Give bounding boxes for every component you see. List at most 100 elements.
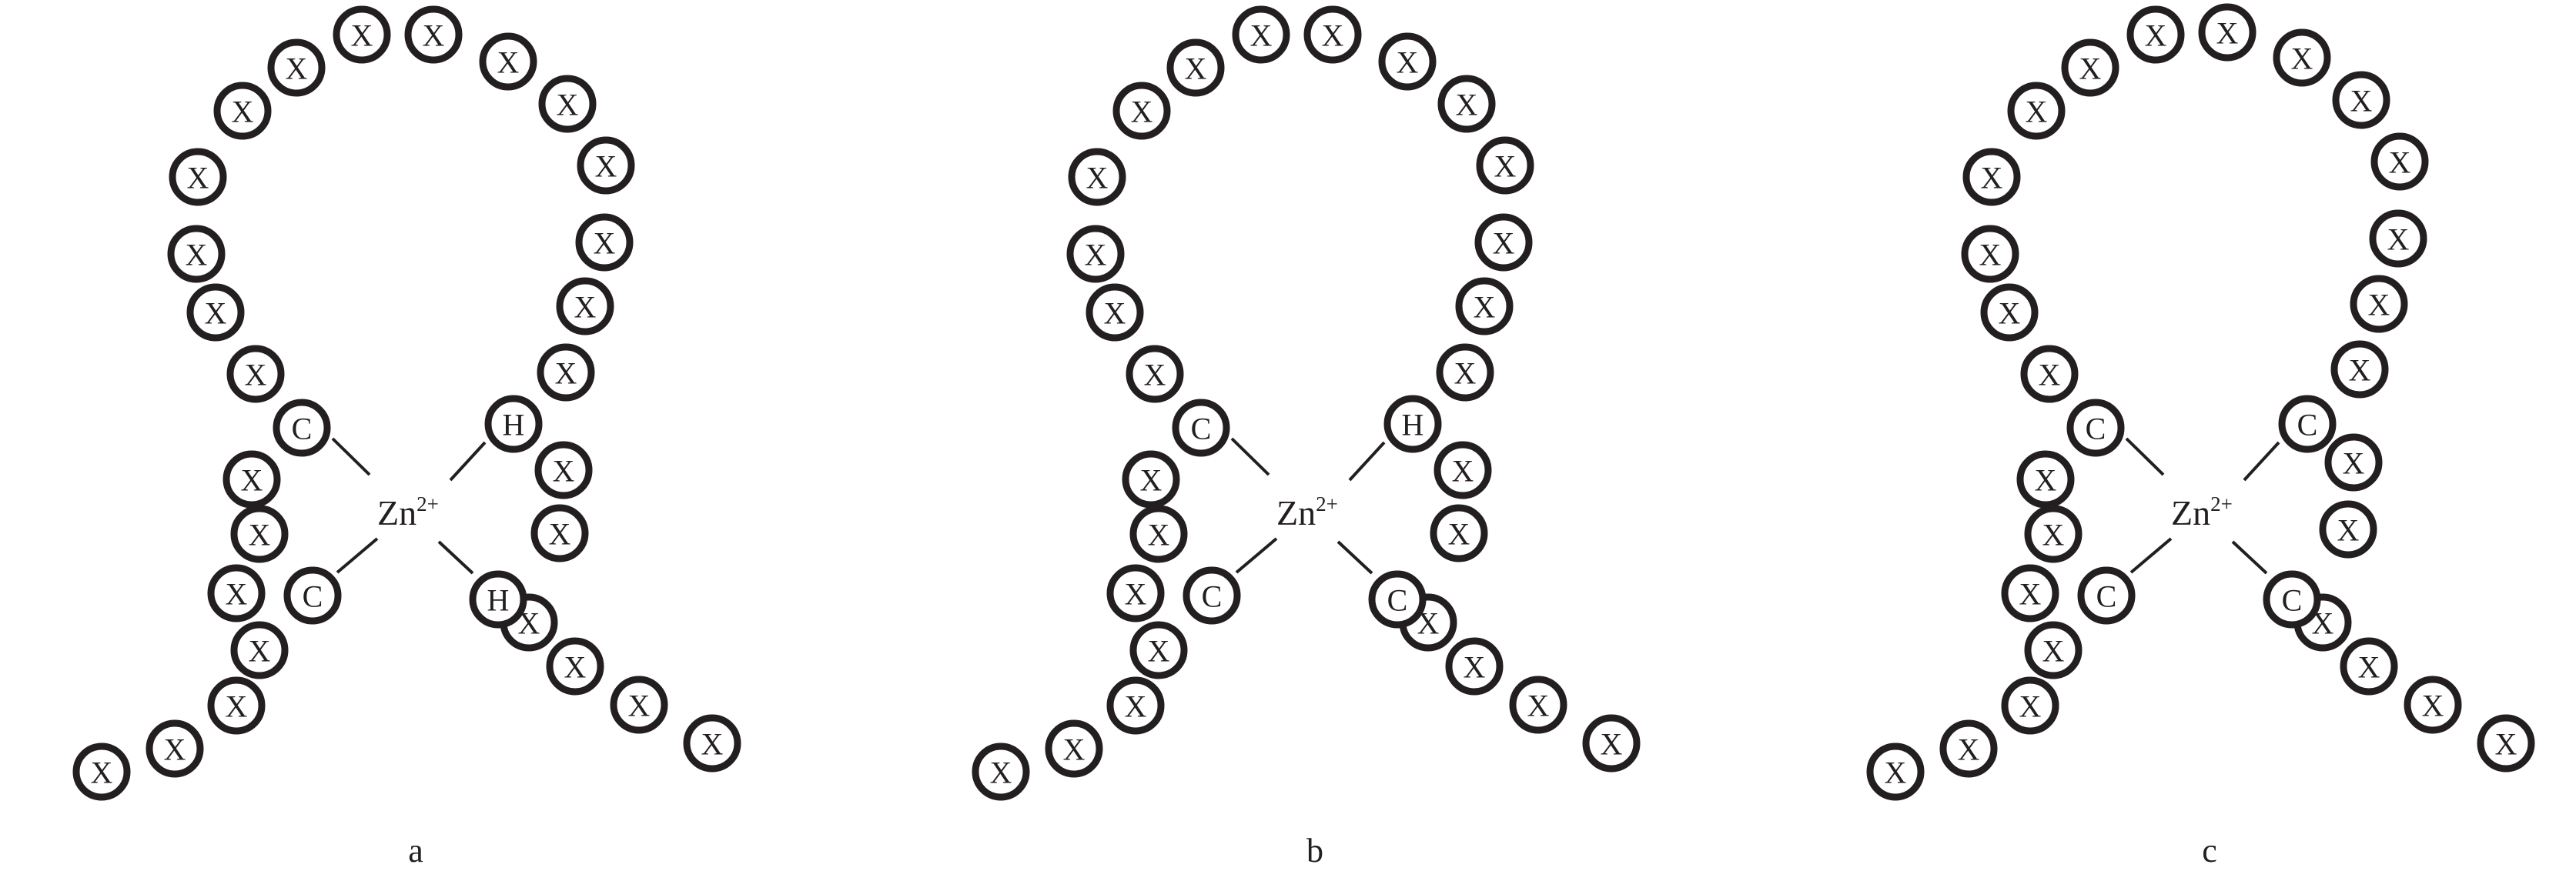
residue-x: X [1582, 714, 1641, 773]
residue-x: X [1066, 225, 1125, 283]
residue-x: X [479, 32, 537, 91]
residue-x: X [577, 136, 635, 195]
ion-symbol: Zn [2171, 493, 2210, 532]
residue-label: X [1185, 52, 1207, 86]
residue-x: X [1962, 148, 2021, 206]
residue-x: X [2001, 676, 2059, 735]
residue-x: X [2024, 505, 2083, 563]
residue-label: X [701, 727, 724, 762]
ligand-label: C [303, 579, 323, 614]
residue-x: X [2350, 275, 2408, 333]
zinc-ion-label: Zn2+ [1276, 492, 1338, 532]
coordination-bond-lower-left [1235, 537, 1278, 574]
residue-label: X [2387, 222, 2410, 257]
residue-x: X [1068, 148, 1126, 206]
ligand-label: C [1202, 579, 1223, 614]
residue-x: X [575, 213, 634, 272]
residue-label: X [1493, 226, 1515, 261]
residue-x: X [1303, 5, 1362, 64]
ion-symbol: Zn [377, 493, 417, 532]
residue-x: X [530, 504, 589, 562]
ion-symbol: Zn [1276, 493, 1316, 532]
residue-label: X [1131, 95, 1153, 129]
residue-x: X [72, 743, 131, 801]
residue-label: X [186, 238, 208, 272]
residue-label: X [1494, 149, 1517, 184]
residue-x: X [2477, 714, 2535, 773]
residue-label: X [226, 577, 248, 612]
residue-label: X [1456, 88, 1478, 122]
residue-label: X [423, 18, 445, 53]
residue-x: X [537, 343, 595, 402]
residue-label: X [1125, 577, 1147, 612]
residue-label: X [1601, 727, 1623, 762]
residue-label: X [187, 161, 209, 195]
residue-label: X [1527, 689, 1550, 723]
residue-x: X [534, 441, 593, 499]
residue-x: X [1106, 564, 1165, 622]
residue-label: X [1958, 733, 1980, 767]
residue-label: X [2358, 650, 2380, 685]
residue-label: X [205, 296, 227, 331]
ligand-label: H [503, 408, 525, 442]
ligand-residue-lower-left: C [1183, 566, 1241, 625]
residue-label: X [1474, 290, 1496, 325]
residue-x: X [1430, 504, 1488, 562]
residue-label: X [1250, 18, 1273, 53]
residue-label: X [2349, 353, 2371, 388]
ligand-residue-upper-left: C [273, 399, 331, 457]
coordination-bond-lower-right [437, 540, 474, 575]
residue-label: X [2019, 689, 2042, 724]
residue-x: X [972, 743, 1030, 801]
residue-label: X [574, 290, 597, 325]
residue-x: X [1939, 719, 1998, 778]
residue-x: X [167, 225, 226, 283]
residue-x: X [2001, 564, 2059, 622]
residue-label: X [2389, 145, 2411, 180]
residue-label: X [2350, 84, 2373, 118]
residue-label: X [1104, 296, 1126, 331]
coordination-bond-upper-left [1230, 437, 1270, 476]
coordination-bond-upper-right [449, 441, 487, 482]
residue-x: X [230, 505, 289, 563]
residue-x: X [2016, 450, 2075, 509]
coordination-bond-upper-left [331, 437, 371, 476]
residue-label: X [1144, 358, 1166, 392]
ligand-residue-upper-left: C [2066, 399, 2125, 457]
residue-x: X [2324, 433, 2383, 492]
ligand-residue-lower-right: C [2263, 570, 2321, 629]
ligand-label: C [1387, 583, 1408, 618]
residue-label: X [1397, 45, 1419, 80]
residue-label: X [2337, 513, 2360, 548]
ligand-label: C [2096, 579, 2117, 614]
ligand-label: H [487, 583, 510, 618]
ligand-label: C [2282, 583, 2303, 618]
residue-label: X [164, 733, 186, 767]
residue-x: X [1086, 283, 1144, 342]
residue-label: X [1140, 463, 1163, 498]
residue-x: X [230, 621, 289, 679]
residue-label: X [1885, 756, 1907, 790]
residue-label: X [91, 756, 113, 790]
residue-x: X [1866, 743, 1925, 801]
ligand-residue-lower-left: C [283, 566, 342, 625]
ligand-label: H [1402, 408, 1424, 442]
residue-label: X [1979, 238, 2002, 272]
residue-label: X [249, 518, 271, 552]
residue-label: X [549, 517, 571, 552]
residue-x: X [2024, 621, 2083, 679]
residue-label: X [1125, 689, 1147, 724]
residue-label: X [2026, 95, 2048, 129]
residue-label: X [1448, 517, 1470, 552]
residue-label: X [1148, 518, 1170, 552]
residue-x: X [2126, 5, 2185, 64]
residue-x: X [186, 283, 245, 342]
residue-label: X [1981, 161, 2003, 195]
residue-label: X [2079, 52, 2102, 86]
residue-label: X [557, 88, 579, 122]
residue-label: X [249, 634, 271, 669]
ligand-residue-lower-right: C [1368, 570, 1427, 629]
coordination-bond-upper-right [1348, 441, 1386, 482]
